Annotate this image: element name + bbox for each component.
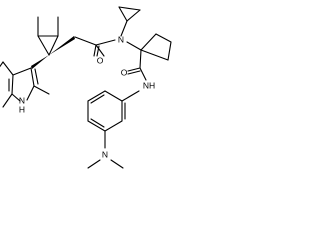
amide-o-label-1: O <box>97 55 104 65</box>
indole-ring <box>0 61 50 108</box>
dimethylamino-n-label: N <box>102 149 108 159</box>
indole-n-label: N <box>19 95 25 105</box>
amide-carbonyl-1 <box>93 39 116 57</box>
cyclopropane-ring <box>37 16 59 56</box>
amide-nh-label: NH <box>143 80 155 90</box>
amide-carbonyl-2 <box>127 49 147 81</box>
molecule-structure-diagram: N H O N O NH N <box>0 0 172 178</box>
phenyl-ring <box>87 90 140 149</box>
n-cyclopropyl <box>118 6 141 37</box>
cyclopentane-ring <box>126 33 172 61</box>
stereo-bond-indole <box>31 55 49 69</box>
dimethylamino-group <box>87 159 124 169</box>
stereo-bond-ch2 <box>49 36 97 55</box>
atom-labels: N H O N O NH N <box>19 34 155 159</box>
amide-o-label-2: O <box>121 67 128 77</box>
amide-n-label: N <box>118 34 124 44</box>
indole-h-label: H <box>19 104 25 114</box>
skeletal-formula: N H O N O NH N <box>0 6 172 169</box>
